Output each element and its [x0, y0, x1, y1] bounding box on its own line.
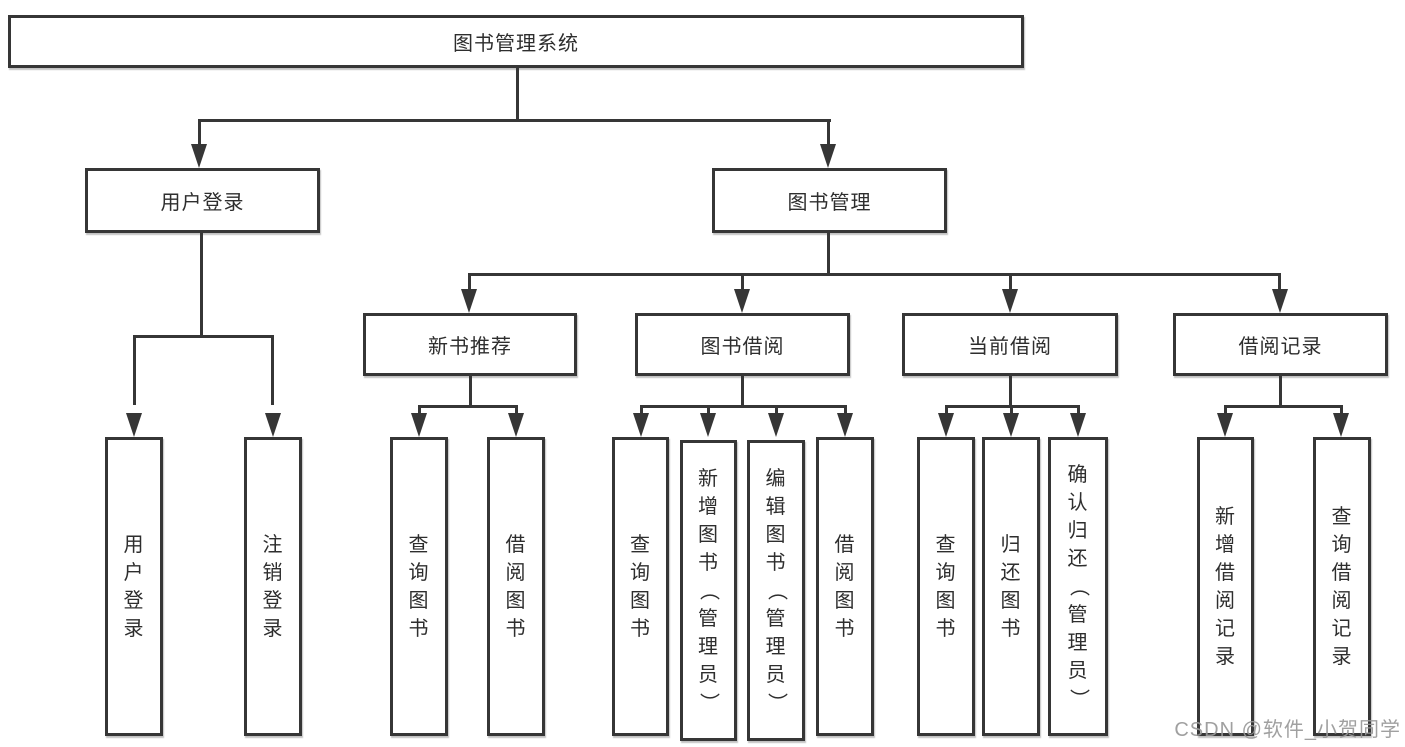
- connector-group5-drop1: [1224, 405, 1227, 417]
- arrowhead-group4-leaf1: [938, 413, 954, 437]
- arrowhead-group3-leaf2: [700, 413, 716, 437]
- connector-group3-drop3: [775, 405, 778, 417]
- arrowhead-group3-leaf1: [633, 413, 649, 437]
- connector-user-login-stem: [200, 233, 203, 338]
- connector-group5-bar: [1224, 405, 1343, 408]
- node-new-book-recommendation: 新书推荐: [363, 313, 577, 376]
- connector-drop-new-books: [468, 273, 471, 291]
- node-label: 查询借阅记录: [1331, 505, 1353, 668]
- node-label: 新书推荐: [428, 336, 512, 358]
- connector-drop-book-borrow: [741, 273, 744, 291]
- node-label: 当前借阅: [968, 336, 1052, 358]
- arrowhead-book-borrow: [734, 289, 750, 313]
- connector-drop-logout-leaf: [271, 335, 274, 405]
- connector-drop-borrow-records: [1278, 273, 1281, 291]
- node-borrowing-records: 借阅记录: [1173, 313, 1388, 376]
- node-label: 归还图书: [1000, 533, 1022, 640]
- connector-drop-user-login: [198, 119, 201, 148]
- connector-root-bar: [199, 119, 831, 122]
- node-label: 图书管理: [787, 192, 872, 214]
- connector-group3-drop4: [844, 405, 847, 417]
- node-label: 图书借阅: [700, 336, 785, 358]
- arrowhead-book-management: [820, 144, 836, 168]
- node-label: 图书管理系统: [453, 33, 579, 55]
- connector-drop-login-leaf: [133, 335, 136, 405]
- node-label: 查询图书: [630, 533, 651, 640]
- node-label: 查询图书: [935, 533, 957, 640]
- node-label: 确认归还（管理员）: [1067, 463, 1089, 710]
- arrowhead-logout-leaf: [265, 413, 281, 437]
- connector-root-stem: [516, 68, 519, 121]
- connector-group4-drop1: [945, 405, 948, 417]
- arrowhead-group3-leaf3: [768, 413, 784, 437]
- node-label: 借阅图书: [505, 533, 527, 640]
- arrowhead-current-borrow: [1002, 289, 1018, 313]
- node-query-books-recommend: 查询图书: [390, 437, 448, 736]
- node-confirm-return-admin: 确认归还（管理员）: [1048, 437, 1108, 736]
- arrowhead-new-books: [461, 289, 477, 313]
- node-book-borrowing: 图书借阅: [635, 313, 850, 376]
- node-label: 用户登录: [160, 192, 245, 214]
- connector-drop-book-management: [827, 119, 830, 148]
- arrowhead-group4-leaf3: [1070, 413, 1086, 437]
- node-label: 新增图书（管理员）: [697, 467, 720, 714]
- connector-drop-current-borrow: [1009, 273, 1012, 291]
- arrowhead-group2-leaf1: [411, 413, 427, 437]
- connector-group2-drop2: [515, 405, 518, 417]
- node-logout-leaf: 注销登录: [244, 437, 302, 736]
- arrowhead-login-leaf: [126, 413, 142, 437]
- node-query-borrow-record: 查询借阅记录: [1313, 437, 1371, 736]
- connector-book-mgmt-stem: [827, 233, 830, 275]
- node-label: 借阅图书: [834, 533, 856, 640]
- node-label: 用户登录: [123, 533, 145, 640]
- node-add-borrow-record: 新增借阅记录: [1197, 437, 1254, 736]
- arrowhead-group2-leaf2: [508, 413, 524, 437]
- node-label: 新增借阅记录: [1215, 505, 1236, 668]
- node-book-management-branch: 图书管理: [712, 168, 947, 233]
- connector-group4-drop3: [1077, 405, 1080, 417]
- node-edit-books-admin: 编辑图书（管理员）: [747, 440, 805, 741]
- arrowhead-user-login: [191, 144, 207, 168]
- connector-book-mgmt-bar: [469, 273, 1281, 276]
- node-library-management-system: 图书管理系统: [8, 15, 1024, 68]
- connector-group3-drop1: [640, 405, 643, 417]
- watermark: CSDN @软件_小贺同学: [1174, 719, 1401, 741]
- arrowhead-group3-leaf4: [837, 413, 853, 437]
- connector-group2-drop1: [418, 405, 421, 417]
- arrowhead-group5-leaf1: [1217, 413, 1233, 437]
- arrowhead-group4-leaf2: [1003, 413, 1019, 437]
- node-label: 查询图书: [408, 533, 430, 640]
- node-borrow-books-borrowing: 借阅图书: [816, 437, 874, 736]
- node-query-books-current: 查询图书: [917, 437, 975, 736]
- node-query-books-borrowing: 查询图书: [612, 437, 669, 736]
- node-user-login-branch: 用户登录: [85, 168, 320, 233]
- node-borrow-books-recommend: 借阅图书: [487, 437, 545, 736]
- connector-group3-stem: [741, 376, 744, 407]
- connector-group4-stem: [1009, 376, 1012, 407]
- connector-group3-bar: [640, 405, 847, 408]
- node-user-login-leaf: 用户登录: [105, 437, 163, 736]
- connector-group5-stem: [1279, 376, 1282, 407]
- arrowhead-group5-leaf2: [1333, 413, 1349, 437]
- node-add-books-admin: 新增图书（管理员）: [680, 440, 737, 741]
- arrowhead-borrow-records: [1272, 289, 1288, 313]
- node-label: 借阅记录: [1238, 336, 1323, 358]
- node-current-borrowing: 当前借阅: [902, 313, 1118, 376]
- connector-group3-drop2: [707, 405, 710, 417]
- node-return-books: 归还图书: [982, 437, 1040, 736]
- node-label: 编辑图书（管理员）: [765, 467, 787, 714]
- connector-group5-drop2: [1340, 405, 1343, 417]
- node-label: 注销登录: [262, 533, 284, 640]
- connector-group2-stem: [469, 376, 472, 407]
- connector-group2-bar: [418, 405, 518, 408]
- connector-group4-drop2: [1010, 405, 1013, 417]
- connector-user-login-bar: [133, 335, 274, 338]
